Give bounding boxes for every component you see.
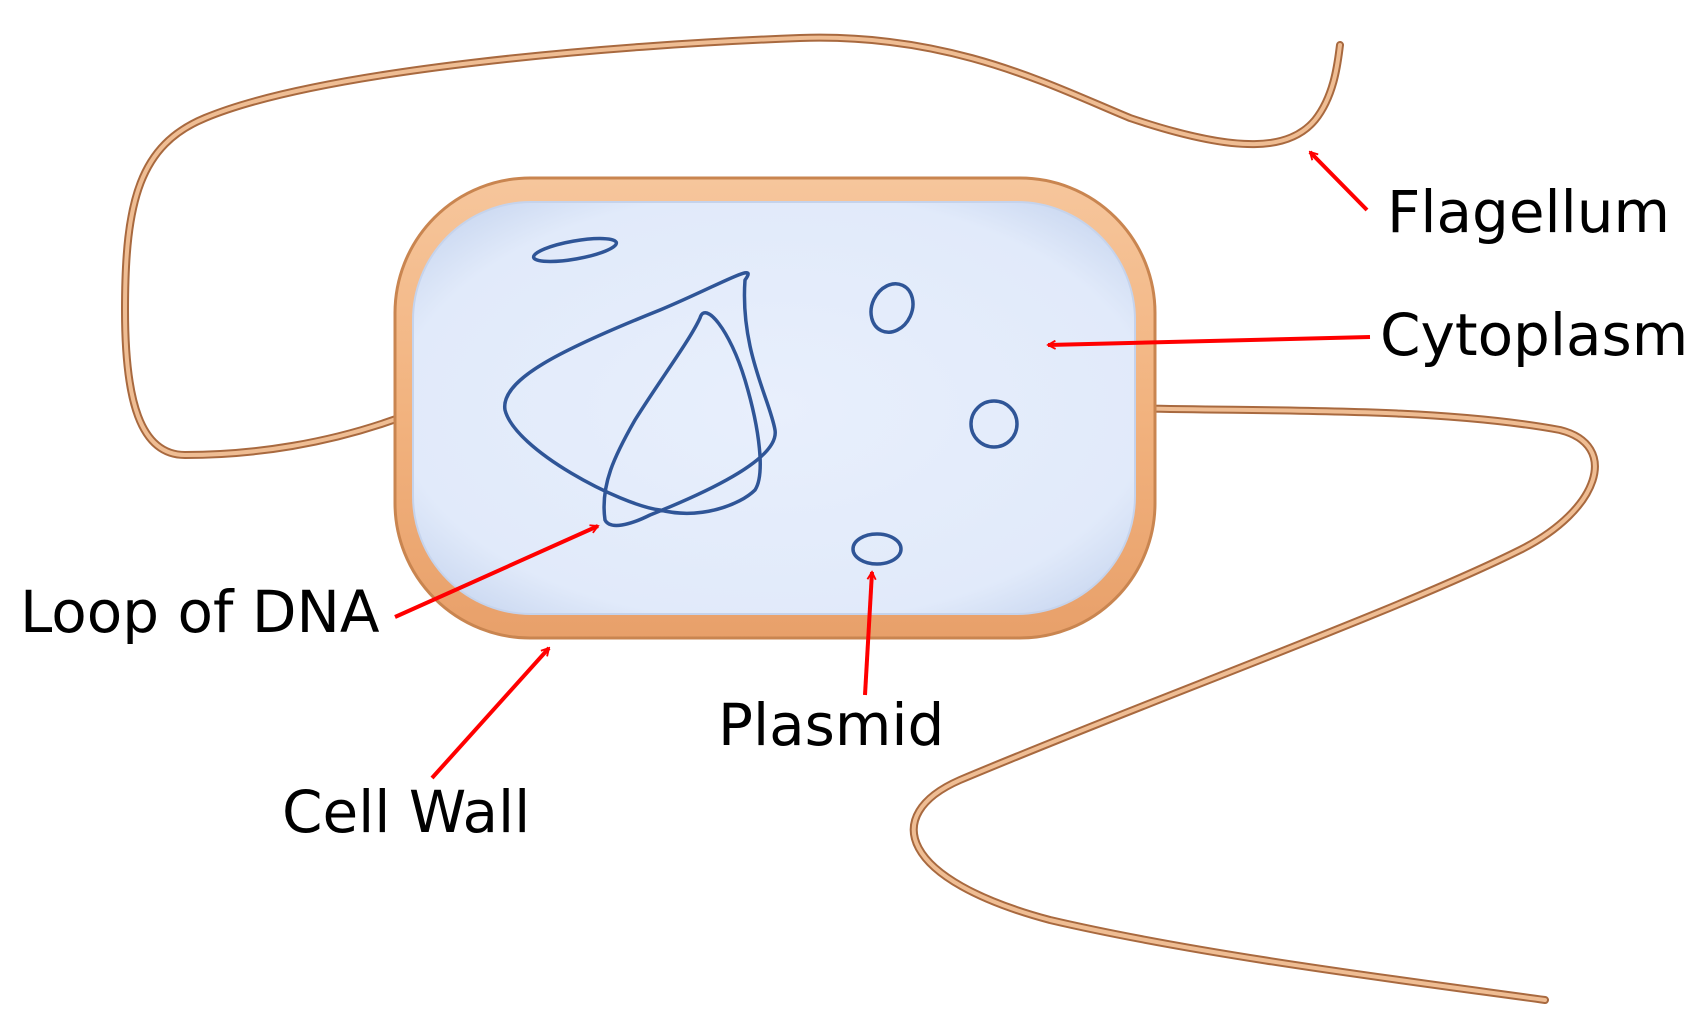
dna-loop (503, 271, 777, 528)
cytoplasm-arrow (1048, 335, 1371, 345)
cytoplasm (412, 201, 1136, 615)
label-cell-wall: Cell Wall (282, 778, 530, 846)
flagellum-lower (909, 404, 1599, 1004)
plasmid-small-oval (869, 282, 915, 334)
plasmid-top-left (531, 236, 619, 264)
flagellum-arrow (1308, 150, 1369, 212)
loop-of-dna-arrow (394, 524, 598, 619)
label-cytoplasm: Cytoplasm (1380, 301, 1688, 369)
plasmid-circle (969, 399, 1019, 449)
label-arrows (394, 150, 1371, 780)
cell-wall-arrow (430, 648, 551, 780)
label-loop-of-dna: Loop of DNA (20, 578, 380, 646)
plasmids (531, 236, 1019, 566)
plasmid-bottom (851, 532, 903, 566)
flagellum-upper (120, 33, 1344, 460)
plasmid-arrow (863, 572, 872, 696)
label-flagellum: Flagellum (1387, 178, 1670, 246)
label-plasmid: Plasmid (718, 691, 944, 759)
